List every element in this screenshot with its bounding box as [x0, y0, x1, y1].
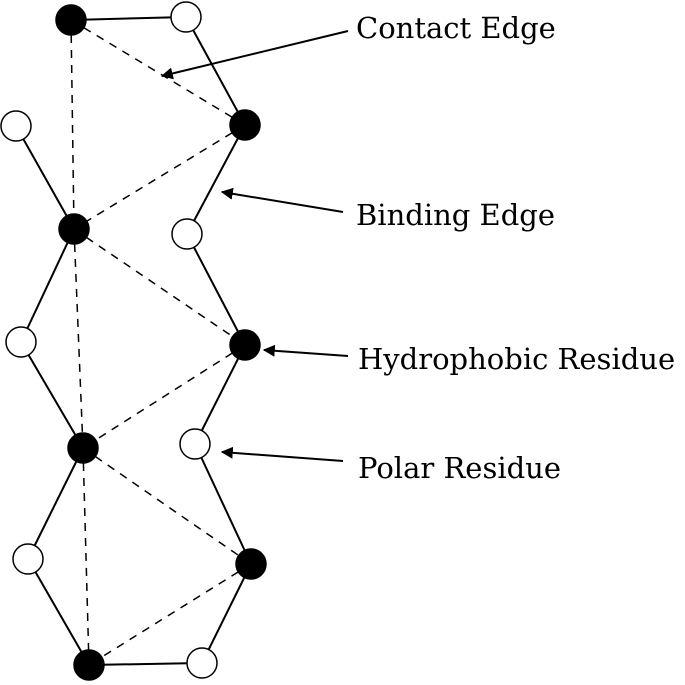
binding-edge-label: Binding Edge [356, 198, 555, 232]
contact-edge-4-10 [82, 344, 246, 449]
contact-edge-0-12 [70, 19, 75, 230]
polar-residue-13 [0, 110, 32, 142]
hydrophobic-residue-12 [58, 213, 90, 245]
contact-edge-pointer [160, 30, 349, 80]
residues [0, 1, 267, 681]
bond-12-13 [15, 125, 75, 230]
bond-8-9 [27, 558, 90, 666]
contact-edge-12-10 [73, 228, 84, 449]
polar-residue-7 [186, 647, 218, 679]
bond-9-10 [27, 447, 84, 560]
bond-4-5 [194, 344, 246, 445]
hydrophobic-residue-pointer [262, 344, 349, 357]
bond-6-7 [201, 563, 252, 664]
bond-11-12 [20, 228, 75, 343]
contact-edge-10-8 [82, 447, 90, 666]
polar-residue-5 [179, 428, 211, 460]
hydrophobic-residue-6 [235, 548, 267, 580]
annotations: Contact Edge Binding Edge Hydrophobic Re… [160, 11, 675, 485]
bond-2-3 [186, 124, 246, 235]
hydrophobic-residue-0 [55, 4, 87, 36]
contact-edge-6-8 [88, 563, 252, 666]
polar-residue-3 [171, 218, 203, 250]
hydrophobic-residue-10 [67, 432, 99, 464]
chain-bonds [15, 16, 252, 666]
bond-0-1 [70, 16, 187, 21]
contact-edge-label: Contact Edge [356, 11, 556, 45]
hydrophobic-residue-4 [229, 329, 261, 361]
bond-1-2 [185, 16, 246, 126]
polar-residue-9 [12, 543, 44, 575]
contact-edge-2-12 [73, 124, 246, 230]
polar-residue-label: Polar Residue [358, 451, 561, 485]
bond-10-11 [20, 341, 84, 449]
binding-edge-pointer [220, 187, 344, 213]
hydrophobic-residue-2 [229, 109, 261, 141]
contact-edges [70, 19, 252, 666]
contact-edge-0-2 [70, 19, 246, 126]
bond-7-8 [88, 662, 203, 666]
hydrophobic-residue-8 [73, 649, 105, 681]
polar-residue-1 [170, 1, 202, 33]
hydrophobic-residue-label: Hydrophobic Residue [358, 342, 675, 376]
polar-residue-11 [5, 326, 37, 358]
contact-edge-10-6 [82, 447, 252, 565]
bond-3-4 [186, 233, 246, 346]
bond-5-6 [194, 443, 252, 565]
contact-edge-12-4 [73, 228, 246, 346]
polar-residue-pointer [220, 446, 344, 462]
